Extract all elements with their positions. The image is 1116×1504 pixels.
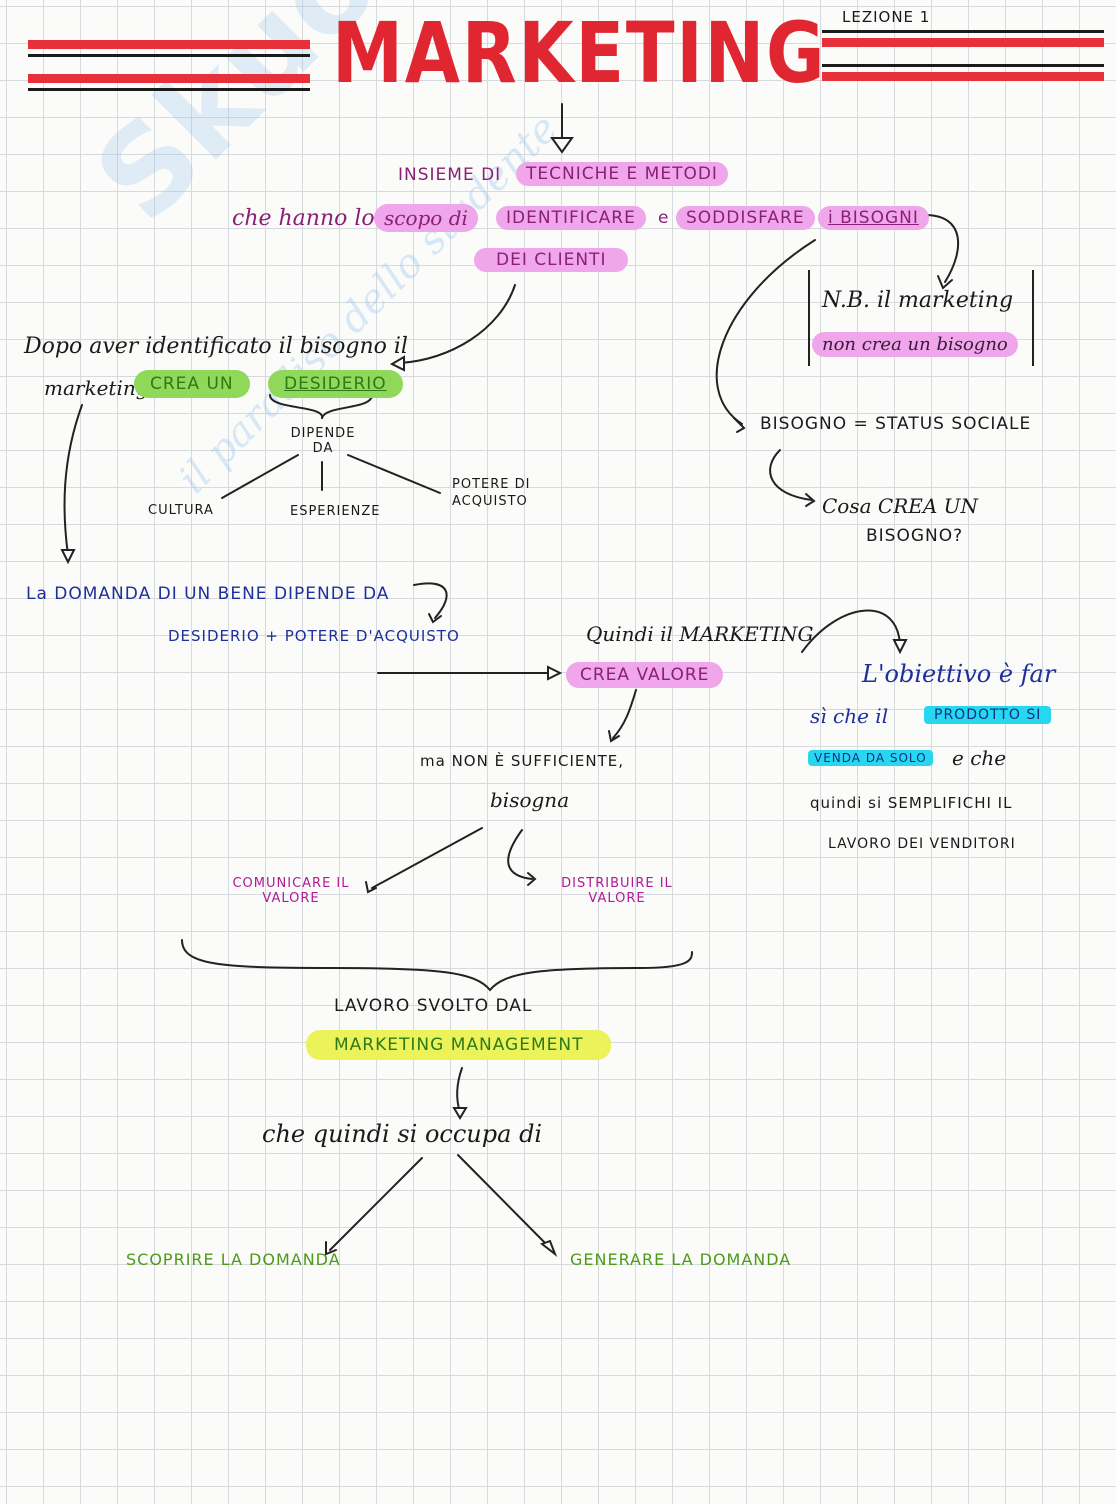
need-status-equation: BISOGNO = STATUS SOCIALE	[760, 414, 1032, 434]
page-title: MARKETING	[332, 4, 827, 102]
header-line-right-2	[822, 64, 1104, 67]
header-line-left-1	[28, 54, 310, 57]
goal-line5: LAVORO DEI VENDITORI	[828, 836, 1016, 852]
definition-identify: IDENTIFICARE	[496, 206, 646, 230]
note-bracket	[808, 270, 1034, 366]
management-deals: che quindi si occupa di	[262, 1120, 543, 1148]
desire-factor-purchasing-power: POTERE DI ACQUISTO	[452, 477, 531, 509]
value-distribute: DISTRIBUIRE IL VALORE	[561, 876, 673, 906]
desire-factor-culture: CULTURA	[148, 503, 214, 518]
demand-line1: La DOMANDA DI UN BENE DIPENDE DA	[26, 584, 390, 604]
header-rule-left-1	[28, 40, 310, 49]
header-rule-right-1	[822, 38, 1104, 47]
header-rule-right-2	[822, 72, 1104, 81]
management-intro: LAVORO SVOLTO DAL	[334, 996, 533, 1016]
header-line-left-2	[28, 88, 310, 91]
goal-line2-prefix: sì che il	[810, 704, 889, 728]
lesson-label: LEZIONE 1	[842, 8, 931, 26]
goal-line1: L'obiettivo è far	[862, 660, 1056, 688]
value-communicate: COMUNICARE IL VALORE	[232, 876, 350, 906]
definition-techniques: TECNICHE E METODI	[516, 162, 728, 186]
desire-highlight-a: CREA UN	[134, 370, 250, 398]
goal-sells: VENDA DA SOLO	[808, 750, 933, 766]
demand-line2: DESIDERIO + POTERE D'ACQUISTO	[168, 627, 460, 645]
desire-line1: Dopo aver identificato il bisogno il	[24, 334, 408, 359]
header-rule-left-2	[28, 74, 310, 83]
note-line2: non crea un bisogno	[812, 332, 1018, 357]
management-highlight: MARKETING MANAGEMENT	[306, 1030, 612, 1060]
definition-clients: DEI CLIENTI	[474, 248, 629, 272]
need-question-a: Cosa CREA UN	[822, 494, 979, 518]
definition-scope: scopo di	[374, 204, 478, 232]
header-line-right-1	[822, 30, 1104, 33]
definition-needs: i BISOGNI	[818, 206, 929, 230]
goal-product: PRODOTTO SI	[924, 706, 1052, 724]
need-question-b: BISOGNO?	[866, 526, 964, 546]
definition-line2-prefix: che hanno lo	[232, 206, 375, 231]
desire-depends: DIPENDE DA	[290, 426, 356, 456]
desire-highlight-b: DESIDERIO	[268, 370, 403, 398]
goal-line3-suffix: e che	[952, 746, 1007, 770]
definition-prefix: INSIEME DI	[398, 165, 502, 185]
management-discover: SCOPRIRE LA DOMANDA	[126, 1250, 341, 1269]
desire-line2-prefix: marketing	[44, 376, 149, 400]
definition-satisfy: SODDISFARE	[676, 206, 815, 230]
value-intro: Quindi il MARKETING	[586, 622, 814, 646]
desire-factor-experience: ESPERIENZE	[290, 504, 381, 519]
management-generate: GENERARE LA DOMANDA	[570, 1250, 792, 1269]
value-not-enough: ma NON È SUFFICIENTE,	[420, 752, 625, 770]
note-line1: N.B. il marketing	[822, 288, 1014, 313]
goal-line4: quindi si SEMPLIFICHI IL	[810, 794, 1013, 812]
value-highlight: CREA VALORE	[566, 662, 724, 688]
value-need-word: bisogna	[490, 788, 570, 812]
definition-and: e	[658, 208, 670, 228]
